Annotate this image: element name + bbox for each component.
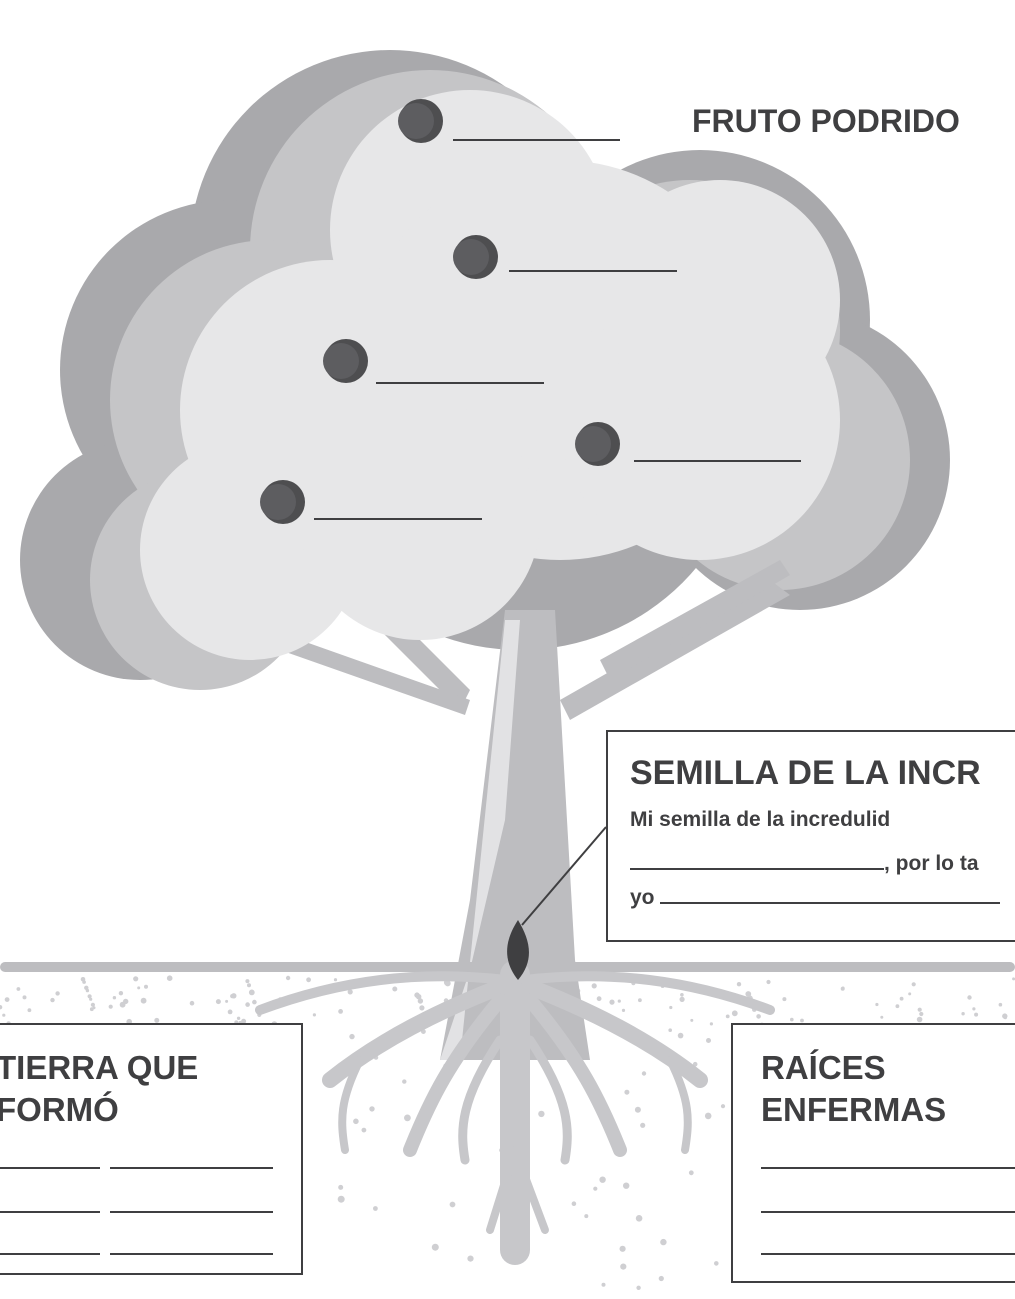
soil-line-2a[interactable] (0, 1211, 100, 1213)
seed-blank-1[interactable] (630, 848, 884, 870)
fruit-group (260, 99, 801, 524)
seed-box: SEMILLA DE LA INCR Mi semilla de la incr… (606, 730, 1015, 942)
fruit-item (323, 339, 544, 384)
soil-box: TIERRA QUE FORMÓ (0, 1023, 303, 1275)
roots-box-title-2: ENFERMAS (761, 1091, 947, 1128)
soil-box-title-1: TIERRA QUE (0, 1049, 199, 1086)
seed-box-title: SEMILLA DE LA INCR (630, 754, 981, 792)
soil-line-3b[interactable] (110, 1253, 273, 1255)
roots-line-2[interactable] (761, 1211, 1015, 1213)
seed-box-line3: yo (630, 882, 1001, 910)
soil-line-1a[interactable] (0, 1167, 100, 1169)
fruit-item (398, 99, 620, 143)
seed-box-line3-prefix: yo (630, 886, 655, 909)
fruit-item (260, 480, 482, 524)
seed-pointer-line (521, 826, 607, 926)
seed-box-line2-suffix: , por lo ta (884, 852, 979, 875)
soil-line-2b[interactable] (110, 1211, 273, 1213)
roots (255, 960, 775, 1265)
soil-line-1b[interactable] (110, 1167, 273, 1169)
branches (280, 560, 790, 720)
roots-line-1[interactable] (761, 1167, 1015, 1169)
seed-box-line2: , por lo ta (630, 848, 979, 876)
trunk (440, 610, 590, 1060)
seed-icon (507, 920, 529, 980)
seed-blank-2[interactable] (660, 882, 1001, 904)
roots-box: RAÍCES ENFERMAS (731, 1023, 1015, 1283)
soil-box-title-2: FORMÓ (0, 1091, 119, 1128)
fruit-item (575, 422, 801, 466)
fruit-heading: FRUTO PODRIDO (692, 103, 960, 139)
roots-box-title-1: RAÍCES (761, 1049, 886, 1086)
soil-line-3a[interactable] (0, 1253, 100, 1255)
seed-box-line1: Mi semilla de la incredulid (630, 808, 891, 831)
fruit-item (453, 235, 677, 279)
roots-line-3[interactable] (761, 1253, 1015, 1255)
